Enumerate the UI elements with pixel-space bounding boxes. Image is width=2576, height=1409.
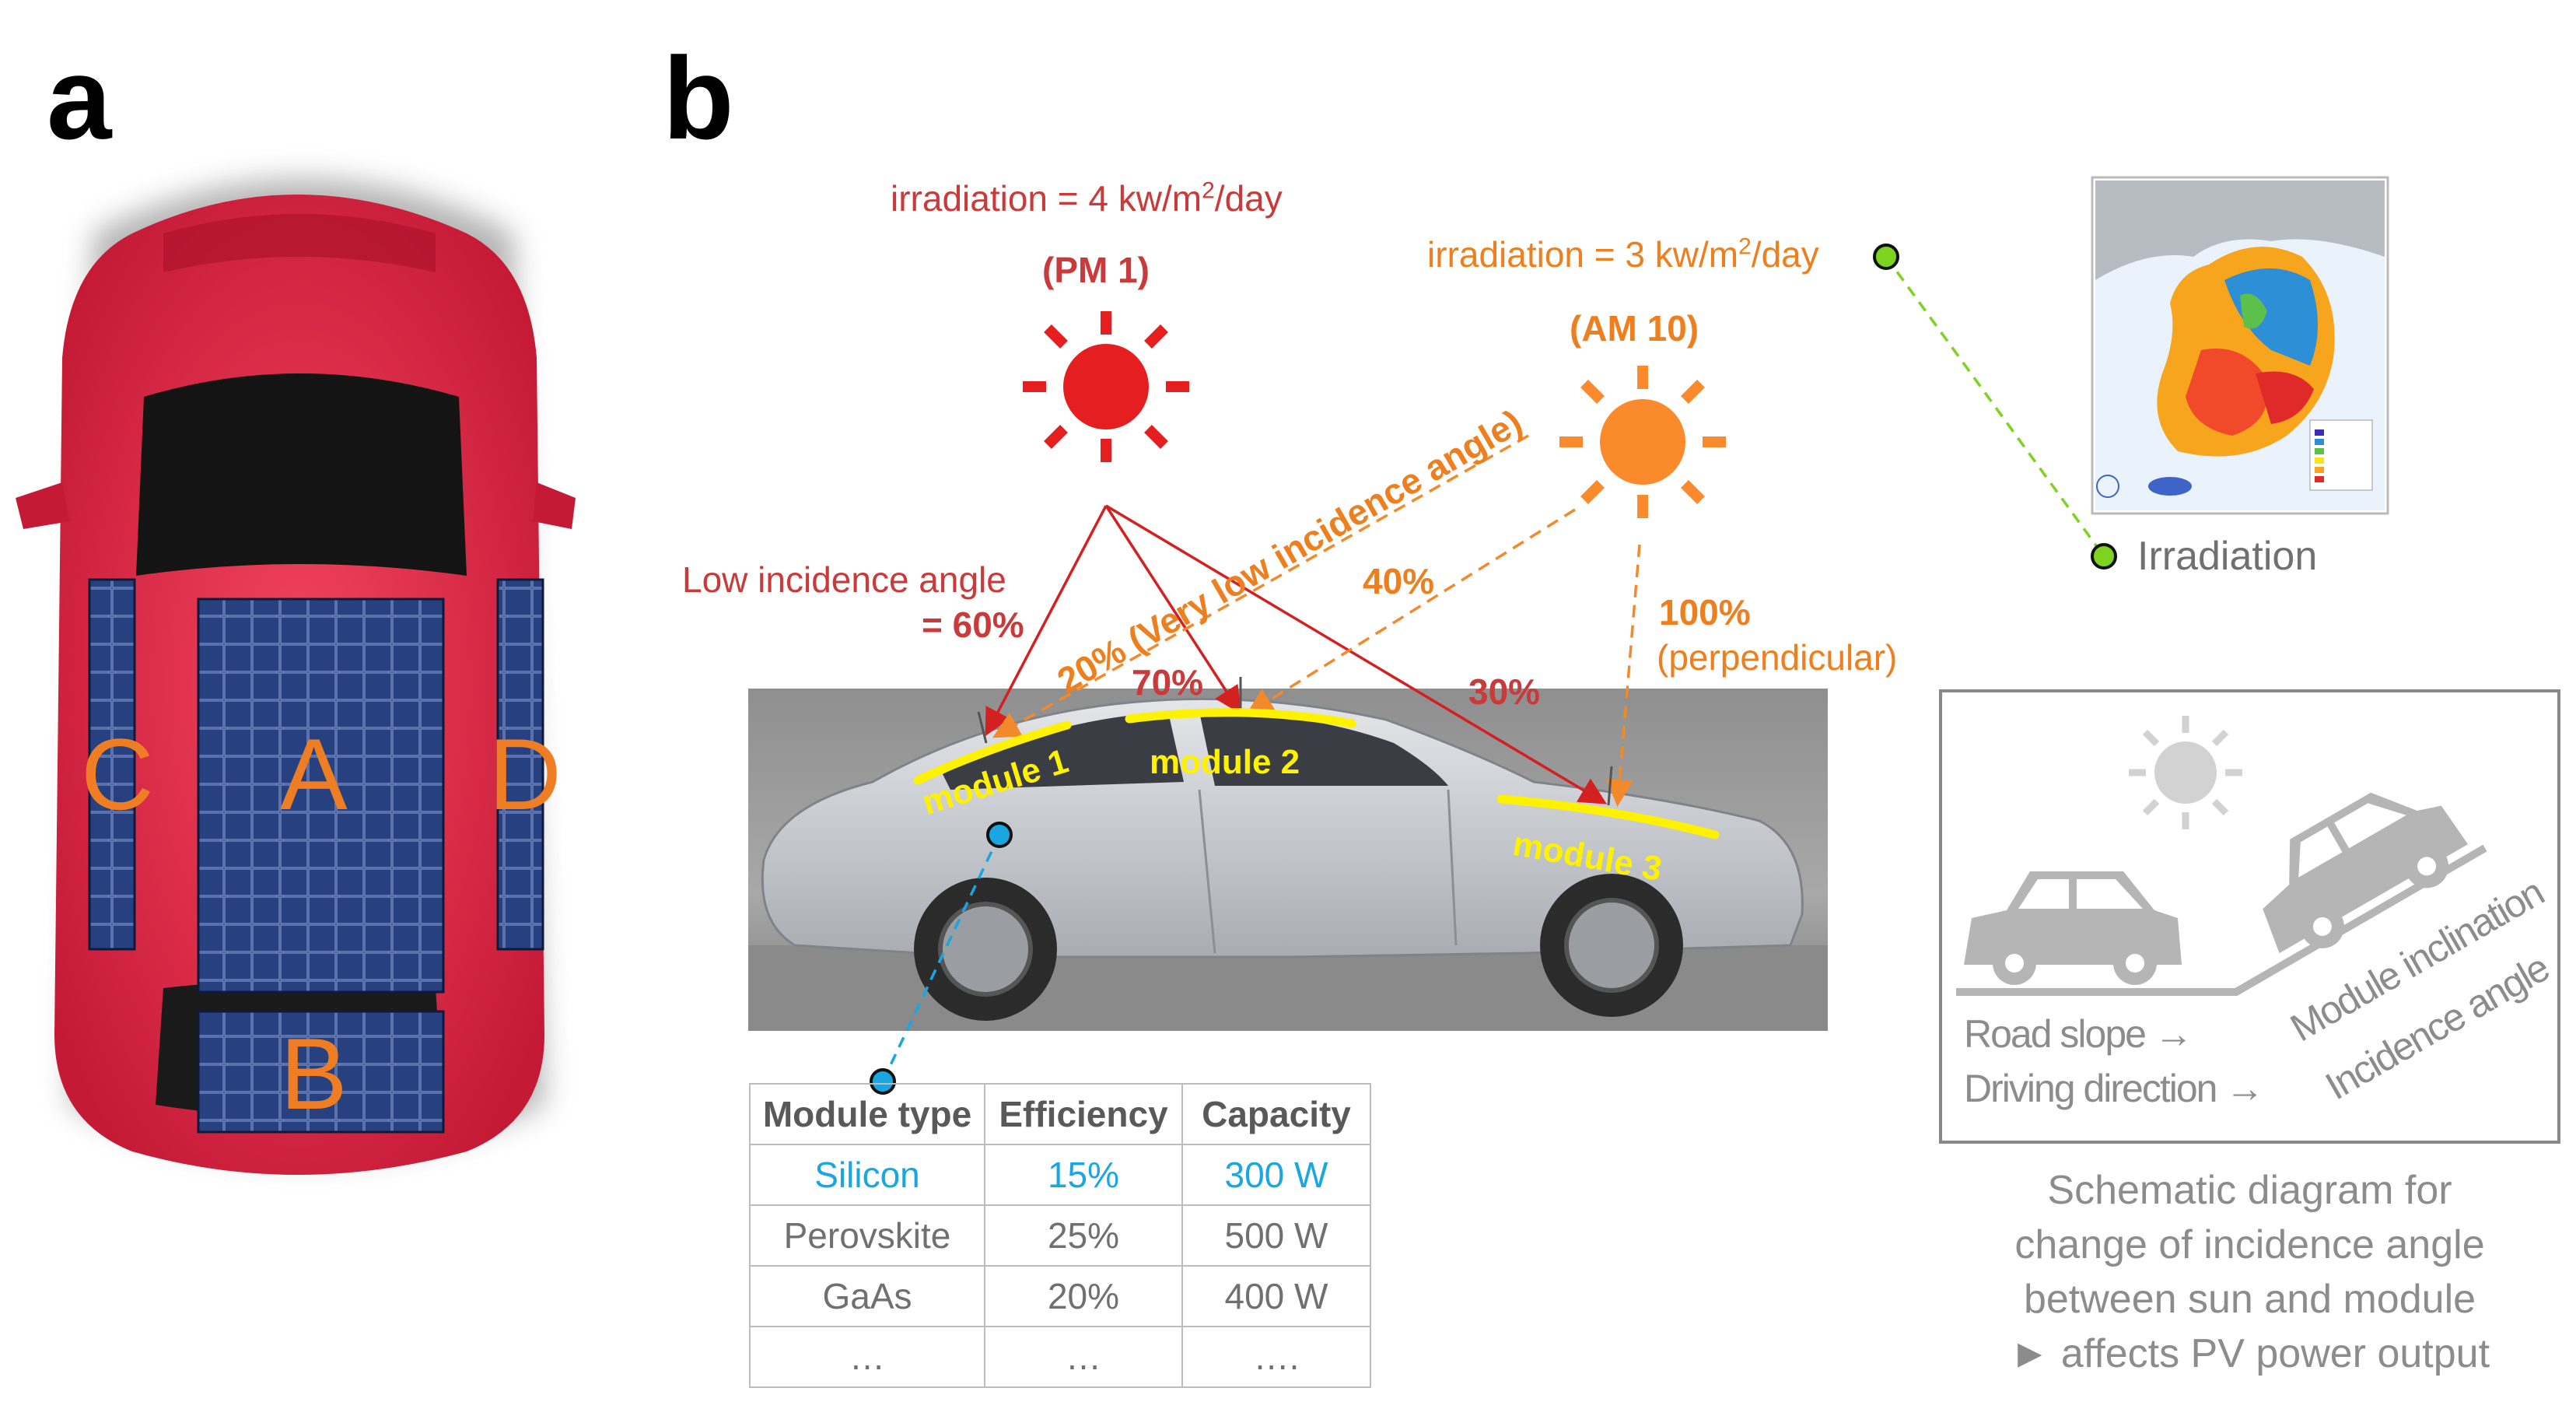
- table-cell: 25%: [984, 1204, 1183, 1267]
- pct-70-label: 70%: [1132, 662, 1204, 703]
- car-windshield: [136, 373, 467, 576]
- panel-letter-a: a: [47, 33, 112, 163]
- label-panel-b: B: [280, 1017, 348, 1130]
- orange-arrow-module-3: [1605, 544, 1641, 807]
- module-2-bar: [1125, 708, 1356, 728]
- solar-panel-c: [88, 578, 136, 951]
- table-cell: 500 W: [1181, 1204, 1371, 1267]
- table-cell: ….: [1181, 1326, 1371, 1388]
- module-type-connector: [881, 834, 1001, 1082]
- table-cell: 400 W: [1181, 1265, 1371, 1327]
- driving-direction-label: Driving direction →: [1964, 1067, 2264, 1110]
- caption-line: ► affects PV power output: [2009, 1331, 2490, 1376]
- door-line-1: [1198, 789, 1216, 954]
- sun-pm-icon: [1023, 311, 1189, 462]
- road-slope-label: Road slope →: [1964, 1012, 2193, 1056]
- pct-40-label: 40%: [1363, 561, 1435, 601]
- module-1-bar: [913, 720, 1072, 785]
- caption-line: change of incidence angle: [2014, 1222, 2485, 1267]
- irradiation-pm-sup: 2: [1202, 177, 1215, 204]
- low-incidence-text: Low incidence angle: [682, 559, 1006, 600]
- flat-car-icon: [1964, 871, 2182, 985]
- wheel-rear-rim: [1564, 898, 1659, 993]
- wheel-front-rim: [938, 902, 1033, 997]
- irradiation-dot-bottom: [2091, 543, 2117, 570]
- pct-100-label: 100%: [1659, 592, 1751, 633]
- pct-30-label: 30%: [1468, 671, 1541, 712]
- irradiation-map: [2091, 176, 2389, 515]
- irradiation-pm-text: irradiation = 4 kw/m2/day: [891, 177, 1283, 219]
- solar-panel-d: [496, 578, 544, 951]
- panel-letter-b: b: [663, 33, 734, 163]
- table-row: Silicon 15% 300 W: [749, 1144, 1371, 1206]
- table-row: Perovskite 25% 500 W: [749, 1204, 1371, 1267]
- schematic-sun-icon: [2129, 716, 2242, 829]
- table-row: … … ….: [749, 1326, 1371, 1388]
- normal-tick-1: [977, 711, 988, 744]
- table-header-module-type: Module type: [749, 1083, 985, 1145]
- irradiation-am-suffix: /day: [1751, 234, 1819, 275]
- table-cell: 20%: [984, 1265, 1183, 1327]
- irradiation-dot-top: [1873, 244, 1899, 270]
- road-slope-line: [1956, 844, 2487, 996]
- module-2-label: module 2: [1150, 743, 1300, 781]
- car-top-view: [16, 179, 576, 1175]
- mirror-left: [16, 482, 70, 529]
- table-cell: 300 W: [1181, 1144, 1371, 1206]
- solar-panel-a: [197, 598, 445, 994]
- car-hood-line: [163, 214, 436, 272]
- am-label: (AM 10): [1570, 308, 1699, 349]
- table-cell: GaAs: [749, 1265, 985, 1327]
- sun-am-icon: [1559, 366, 1726, 518]
- orange-arrow-module-2: [1246, 508, 1576, 715]
- irradiation-am-sup: 2: [1738, 233, 1752, 260]
- label-panel-a: A: [280, 717, 348, 831]
- caption-line: between sun and module: [2023, 1277, 2476, 1322]
- table-cell: Perovskite: [749, 1204, 985, 1267]
- caption-line: Schematic diagram for: [2047, 1168, 2452, 1213]
- label-panel-c: C: [81, 717, 154, 831]
- table-cell: …: [749, 1326, 985, 1388]
- low-incidence-pct: = 60%: [922, 605, 1024, 645]
- irradiation-am-prefix: irradiation = 3 kw/m: [1427, 234, 1739, 275]
- module-3-bar: [1496, 794, 1720, 839]
- red-arrow-module-2: [1104, 505, 1241, 714]
- irradiation-pm-suffix: /day: [1214, 178, 1283, 219]
- perpendicular-label: (perpendicular): [1657, 637, 1898, 678]
- table-row: GaAs 20% 400 W: [749, 1265, 1371, 1327]
- door-line-2: [1447, 789, 1458, 946]
- table-cell: …: [984, 1326, 1183, 1388]
- label-panel-d: D: [488, 717, 562, 831]
- table-header-efficiency: Efficiency: [984, 1083, 1183, 1145]
- table-header-capacity: Capacity: [1181, 1083, 1371, 1145]
- module-table: Module type Efficiency Capacity Silicon …: [749, 1083, 1371, 1388]
- sloped-car-icon: [2263, 792, 2469, 954]
- irradiation-map-label: Irradiation: [2137, 534, 2318, 579]
- window-front: [943, 712, 1184, 790]
- red-arrow-module-3: [1105, 504, 1608, 804]
- pm-label: (PM 1): [1042, 250, 1150, 290]
- irradiation-connector: [1885, 255, 2105, 558]
- window-rear: [1199, 712, 1448, 786]
- normal-tick-3: [1607, 766, 1613, 806]
- table-cell: Silicon: [749, 1144, 985, 1206]
- irradiation-pm-prefix: irradiation = 4 kw/m: [891, 178, 1202, 219]
- red-arrow-module-1: [985, 505, 1108, 737]
- solar-panel-b: [197, 1010, 445, 1134]
- schematic-caption: Schematic diagram for change of incidenc…: [1941, 1163, 2559, 1381]
- irradiation-am-text: irradiation = 3 kw/m2/day: [1427, 233, 1819, 275]
- mirror-right: [533, 482, 576, 529]
- module-dot-top: [986, 822, 1013, 848]
- table-cell: 15%: [984, 1144, 1183, 1206]
- orange-arrow-module-1: [992, 434, 1529, 738]
